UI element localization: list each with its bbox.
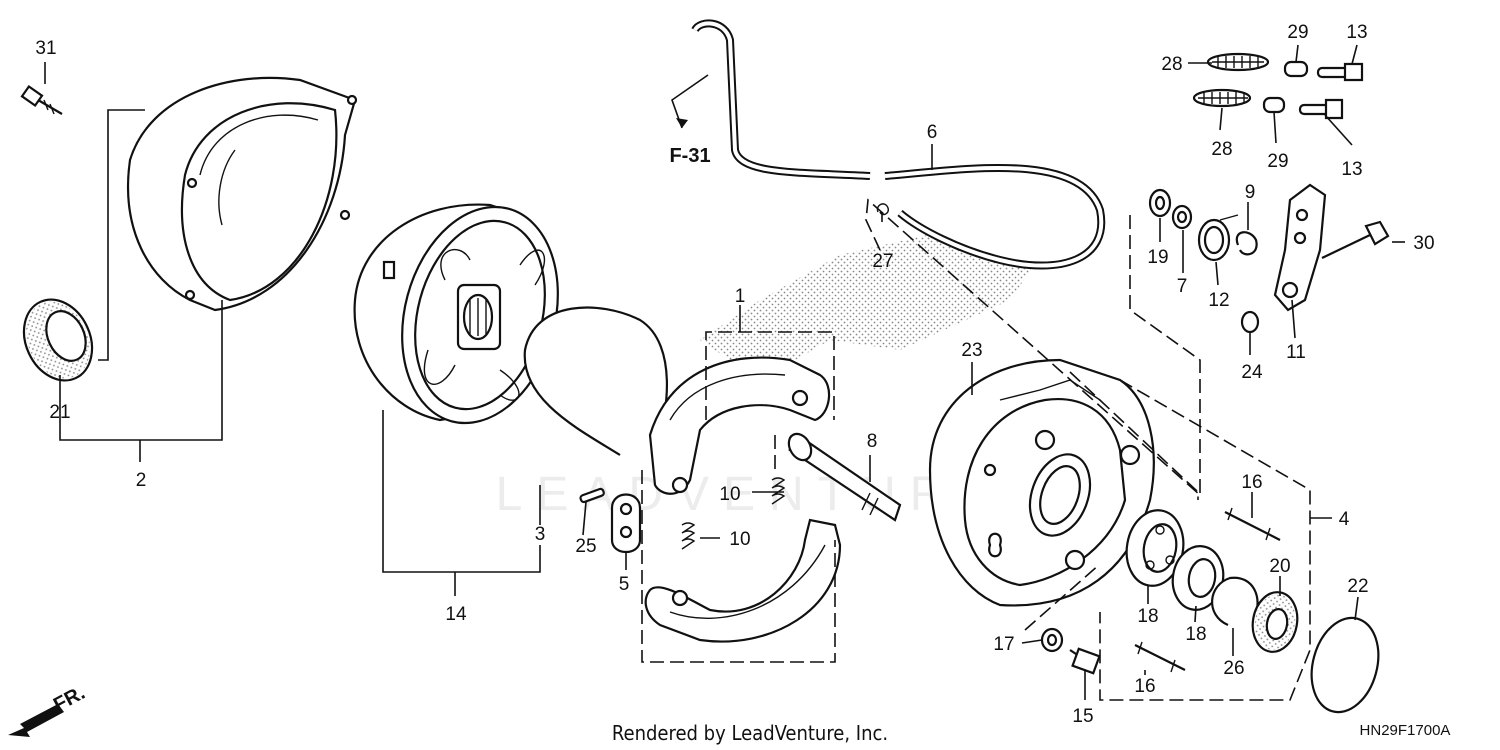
bolt-30-part <box>1321 220 1390 259</box>
part-label-28b: 28 <box>1211 139 1232 160</box>
part-label-21: 21 <box>49 402 70 423</box>
spring-28b-part <box>1192 88 1252 108</box>
part-label-5: 5 <box>619 574 630 595</box>
diagram-code: HN29F1700A <box>1360 722 1451 739</box>
brake-panel-23-part <box>928 358 1155 607</box>
part-label-8: 8 <box>867 431 878 452</box>
collar-29b-part <box>1262 96 1286 114</box>
part-label-30: 30 <box>1413 233 1434 254</box>
part-label-29a: 29 <box>1287 22 1308 43</box>
part-label-23: 23 <box>961 340 982 361</box>
footer-credit: Rendered by LeadVenture, Inc. <box>612 721 888 745</box>
clip-27-part <box>876 203 890 216</box>
part-label-9: 9 <box>1245 182 1256 203</box>
spring-10b-part <box>681 522 696 550</box>
stud-16a-part <box>1224 507 1281 541</box>
part-label-19: 19 <box>1147 247 1168 268</box>
reference-callout: F-31 <box>669 145 710 167</box>
seal-19-part <box>1148 188 1172 218</box>
part-label-12: 12 <box>1208 290 1229 311</box>
part-label-10a: 10 <box>719 484 740 505</box>
leader-lines <box>44 44 1405 701</box>
part-labels: 31 21 2 14 3 25 5 1 10 10 8 6 27 23 4 16… <box>35 22 1434 727</box>
front-direction-arrow: FR. <box>8 682 89 737</box>
part-label-28a: 28 <box>1161 54 1182 75</box>
seal-20-part <box>1251 591 1299 653</box>
brake-drum-2-part <box>126 76 358 312</box>
spring-28a-part <box>1206 52 1270 72</box>
part-label-25: 25 <box>575 536 596 557</box>
part-label-3: 3 <box>535 524 546 545</box>
reference-arrow <box>671 74 709 129</box>
washer-17-part <box>1040 627 1064 653</box>
part-label-31: 31 <box>35 38 56 59</box>
part-label-16b: 16 <box>1134 676 1155 697</box>
brake-shoe-upper-1-part <box>648 356 831 495</box>
part-label-17: 17 <box>993 634 1014 655</box>
part-label-27: 27 <box>872 251 893 272</box>
bearing-18a-part <box>1125 509 1185 587</box>
spring-10a-part <box>771 477 786 505</box>
part-label-6: 6 <box>927 122 938 143</box>
pin-13b-part <box>1298 98 1344 120</box>
stud-16b-part <box>1134 641 1186 673</box>
washer-7-part <box>1171 204 1193 230</box>
part-label-7: 7 <box>1177 276 1188 297</box>
part-label-16a: 16 <box>1241 472 1262 493</box>
clip-9-part <box>1235 231 1258 256</box>
part-label-18b: 18 <box>1185 624 1206 645</box>
pin-25-part <box>579 487 605 504</box>
part-label-13b: 13 <box>1341 159 1362 180</box>
snap-ring-26-part <box>1211 576 1259 627</box>
part-label-10b: 10 <box>729 529 750 550</box>
brake-shoe-lower-1-part <box>644 518 842 643</box>
part-label-13a: 13 <box>1346 22 1367 43</box>
part-label-18a: 18 <box>1137 606 1158 627</box>
part-label-29b: 29 <box>1267 151 1288 172</box>
part-label-1: 1 <box>735 286 746 307</box>
part-label-11: 11 <box>1286 342 1306 363</box>
part-label-20: 20 <box>1269 556 1290 577</box>
watermark-text: LEADVENTURE <box>496 468 1005 521</box>
nut-24-part <box>1240 310 1260 334</box>
circlip-3-part <box>523 306 668 456</box>
bolt-15-part <box>1069 647 1101 675</box>
plate-5-part <box>610 493 642 554</box>
brake-arm-11-part <box>1273 183 1327 312</box>
pin-13a-part <box>1316 62 1364 82</box>
return-spring-12-part <box>1197 214 1239 262</box>
part-label-2: 2 <box>136 470 147 491</box>
part-label-24: 24 <box>1241 362 1263 383</box>
part-label-22: 22 <box>1347 576 1368 597</box>
drum-hub-14-part <box>353 203 559 425</box>
brake-cam-8-part <box>787 432 902 522</box>
bolt-31-part <box>20 84 63 115</box>
collar-29a-part <box>1283 60 1309 78</box>
o-ring-22-part <box>1310 616 1380 714</box>
part-label-15: 15 <box>1072 706 1093 727</box>
part-label-4: 4 <box>1339 509 1350 530</box>
part-label-14: 14 <box>445 604 467 625</box>
part-label-26: 26 <box>1223 658 1244 679</box>
oil-seal-21-part <box>22 298 94 382</box>
breather-tube-6-part <box>691 19 1106 270</box>
